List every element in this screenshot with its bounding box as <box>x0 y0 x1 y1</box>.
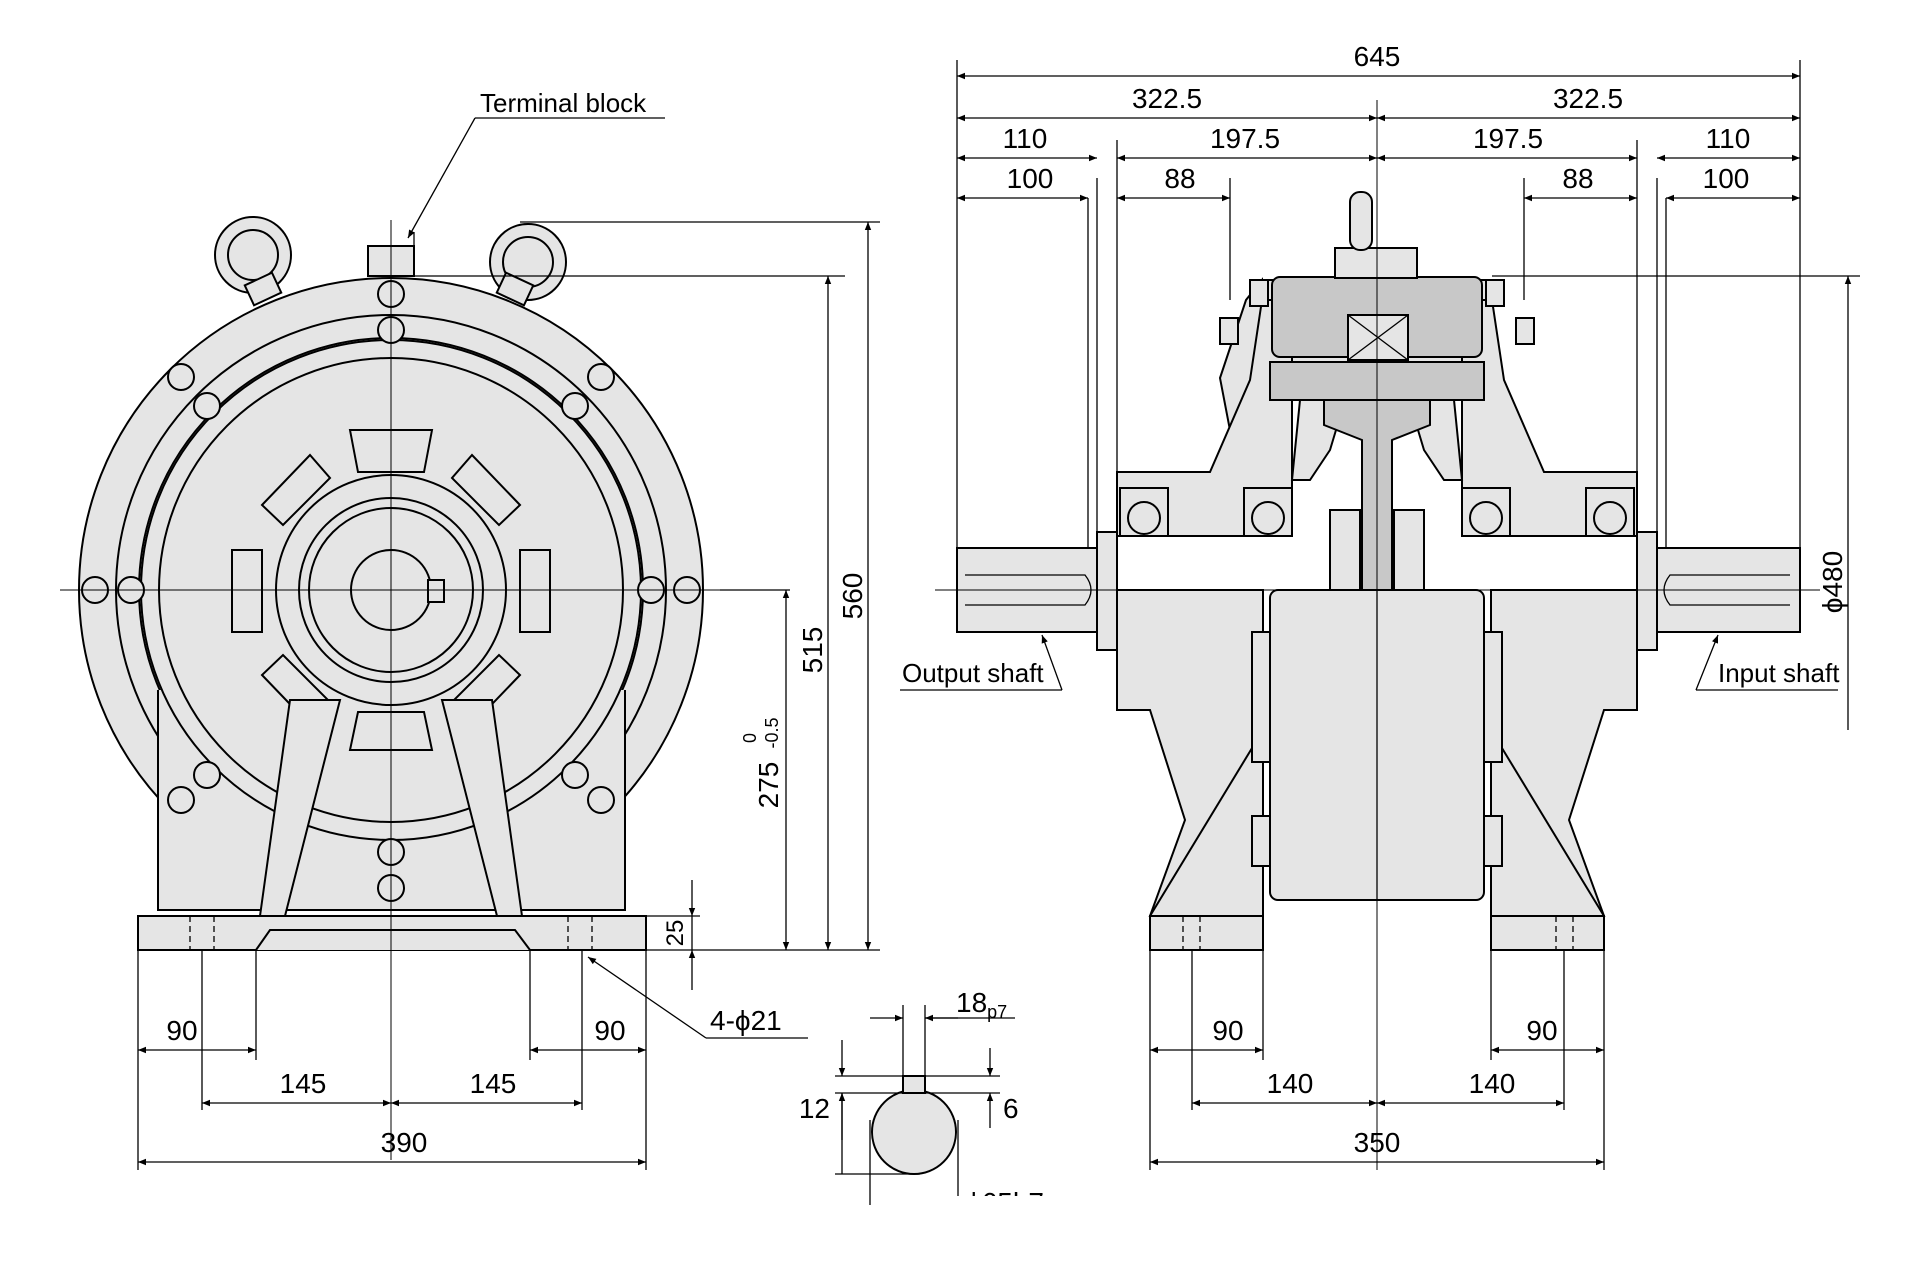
dim-6: 6 <box>1003 1093 1019 1124</box>
dim-110-left: 110 <box>1003 123 1048 154</box>
side-view-dimensions: 645 322.5 322.5 110 197.5 197.5 110 100 … <box>956 41 1860 1170</box>
dim-275-lower-tol: -0.5 <box>762 717 782 748</box>
left-leg <box>1116 589 1264 917</box>
dim-4-phi21: 4-ϕ21 <box>710 1005 782 1036</box>
dim-515: 515 <box>797 627 828 674</box>
dim-88-right: 88 <box>1562 163 1593 194</box>
side-view <box>935 100 1820 1170</box>
dim-145-right: 145 <box>470 1068 517 1099</box>
eye-bolt-left <box>214 216 292 307</box>
front-view-dimensions: 560 515 275 0 -0.5 25 4-ϕ21 90 90 145 <box>137 221 880 1170</box>
shaft-detail: 18p7 12 6 ϕ65h7 <box>799 987 1130 1256</box>
shaft-section <box>871 1089 957 1175</box>
dim-88-left: 88 <box>1164 163 1195 194</box>
output-shaft-label: Output shaft <box>902 658 1044 688</box>
bearings <box>1119 487 1635 537</box>
dim-322-right: 322.5 <box>1553 83 1623 114</box>
right-leg <box>1490 589 1638 917</box>
dim-140-left: 140 <box>1267 1068 1314 1099</box>
dim-645: 645 <box>1354 41 1401 72</box>
dim-90-right: 90 <box>594 1015 625 1046</box>
dim-197-right: 197.5 <box>1473 123 1543 154</box>
dim-275-upper-tol: 0 <box>740 733 760 743</box>
dim-100-left: 100 <box>1007 163 1054 194</box>
terminal-block-callout: Terminal block <box>407 88 665 239</box>
dim-12: 12 <box>799 1093 830 1124</box>
dim-560: 560 <box>837 573 868 620</box>
dim-390: 390 <box>381 1127 428 1158</box>
terminal-block-label: Terminal block <box>480 88 647 118</box>
dim-140-right: 140 <box>1469 1068 1516 1099</box>
dim-90-left: 90 <box>166 1015 197 1046</box>
front-view <box>60 216 720 1160</box>
dim-100-right: 100 <box>1703 163 1750 194</box>
input-shaft-label: Input shaft <box>1718 658 1840 688</box>
dim-110-right: 110 <box>1706 123 1751 154</box>
dim-145-left: 145 <box>280 1068 327 1099</box>
dim-phi480: ϕ480 <box>1817 551 1848 613</box>
key <box>902 1075 926 1094</box>
dim-90-side-right: 90 <box>1526 1015 1557 1046</box>
dim-275: 275 <box>753 762 784 809</box>
eye-bolt-right <box>489 223 567 307</box>
dim-25: 25 <box>662 920 689 947</box>
dim-key-width: 18p7 <box>956 987 1007 1022</box>
dim-350: 350 <box>1354 1127 1401 1158</box>
input-shaft-callout: Input shaft <box>1695 634 1840 691</box>
output-shaft-callout: Output shaft <box>900 634 1063 691</box>
dim-90-side-left: 90 <box>1212 1015 1243 1046</box>
dim-197-left: 197.5 <box>1210 123 1280 154</box>
dim-322-left: 322.5 <box>1132 83 1202 114</box>
